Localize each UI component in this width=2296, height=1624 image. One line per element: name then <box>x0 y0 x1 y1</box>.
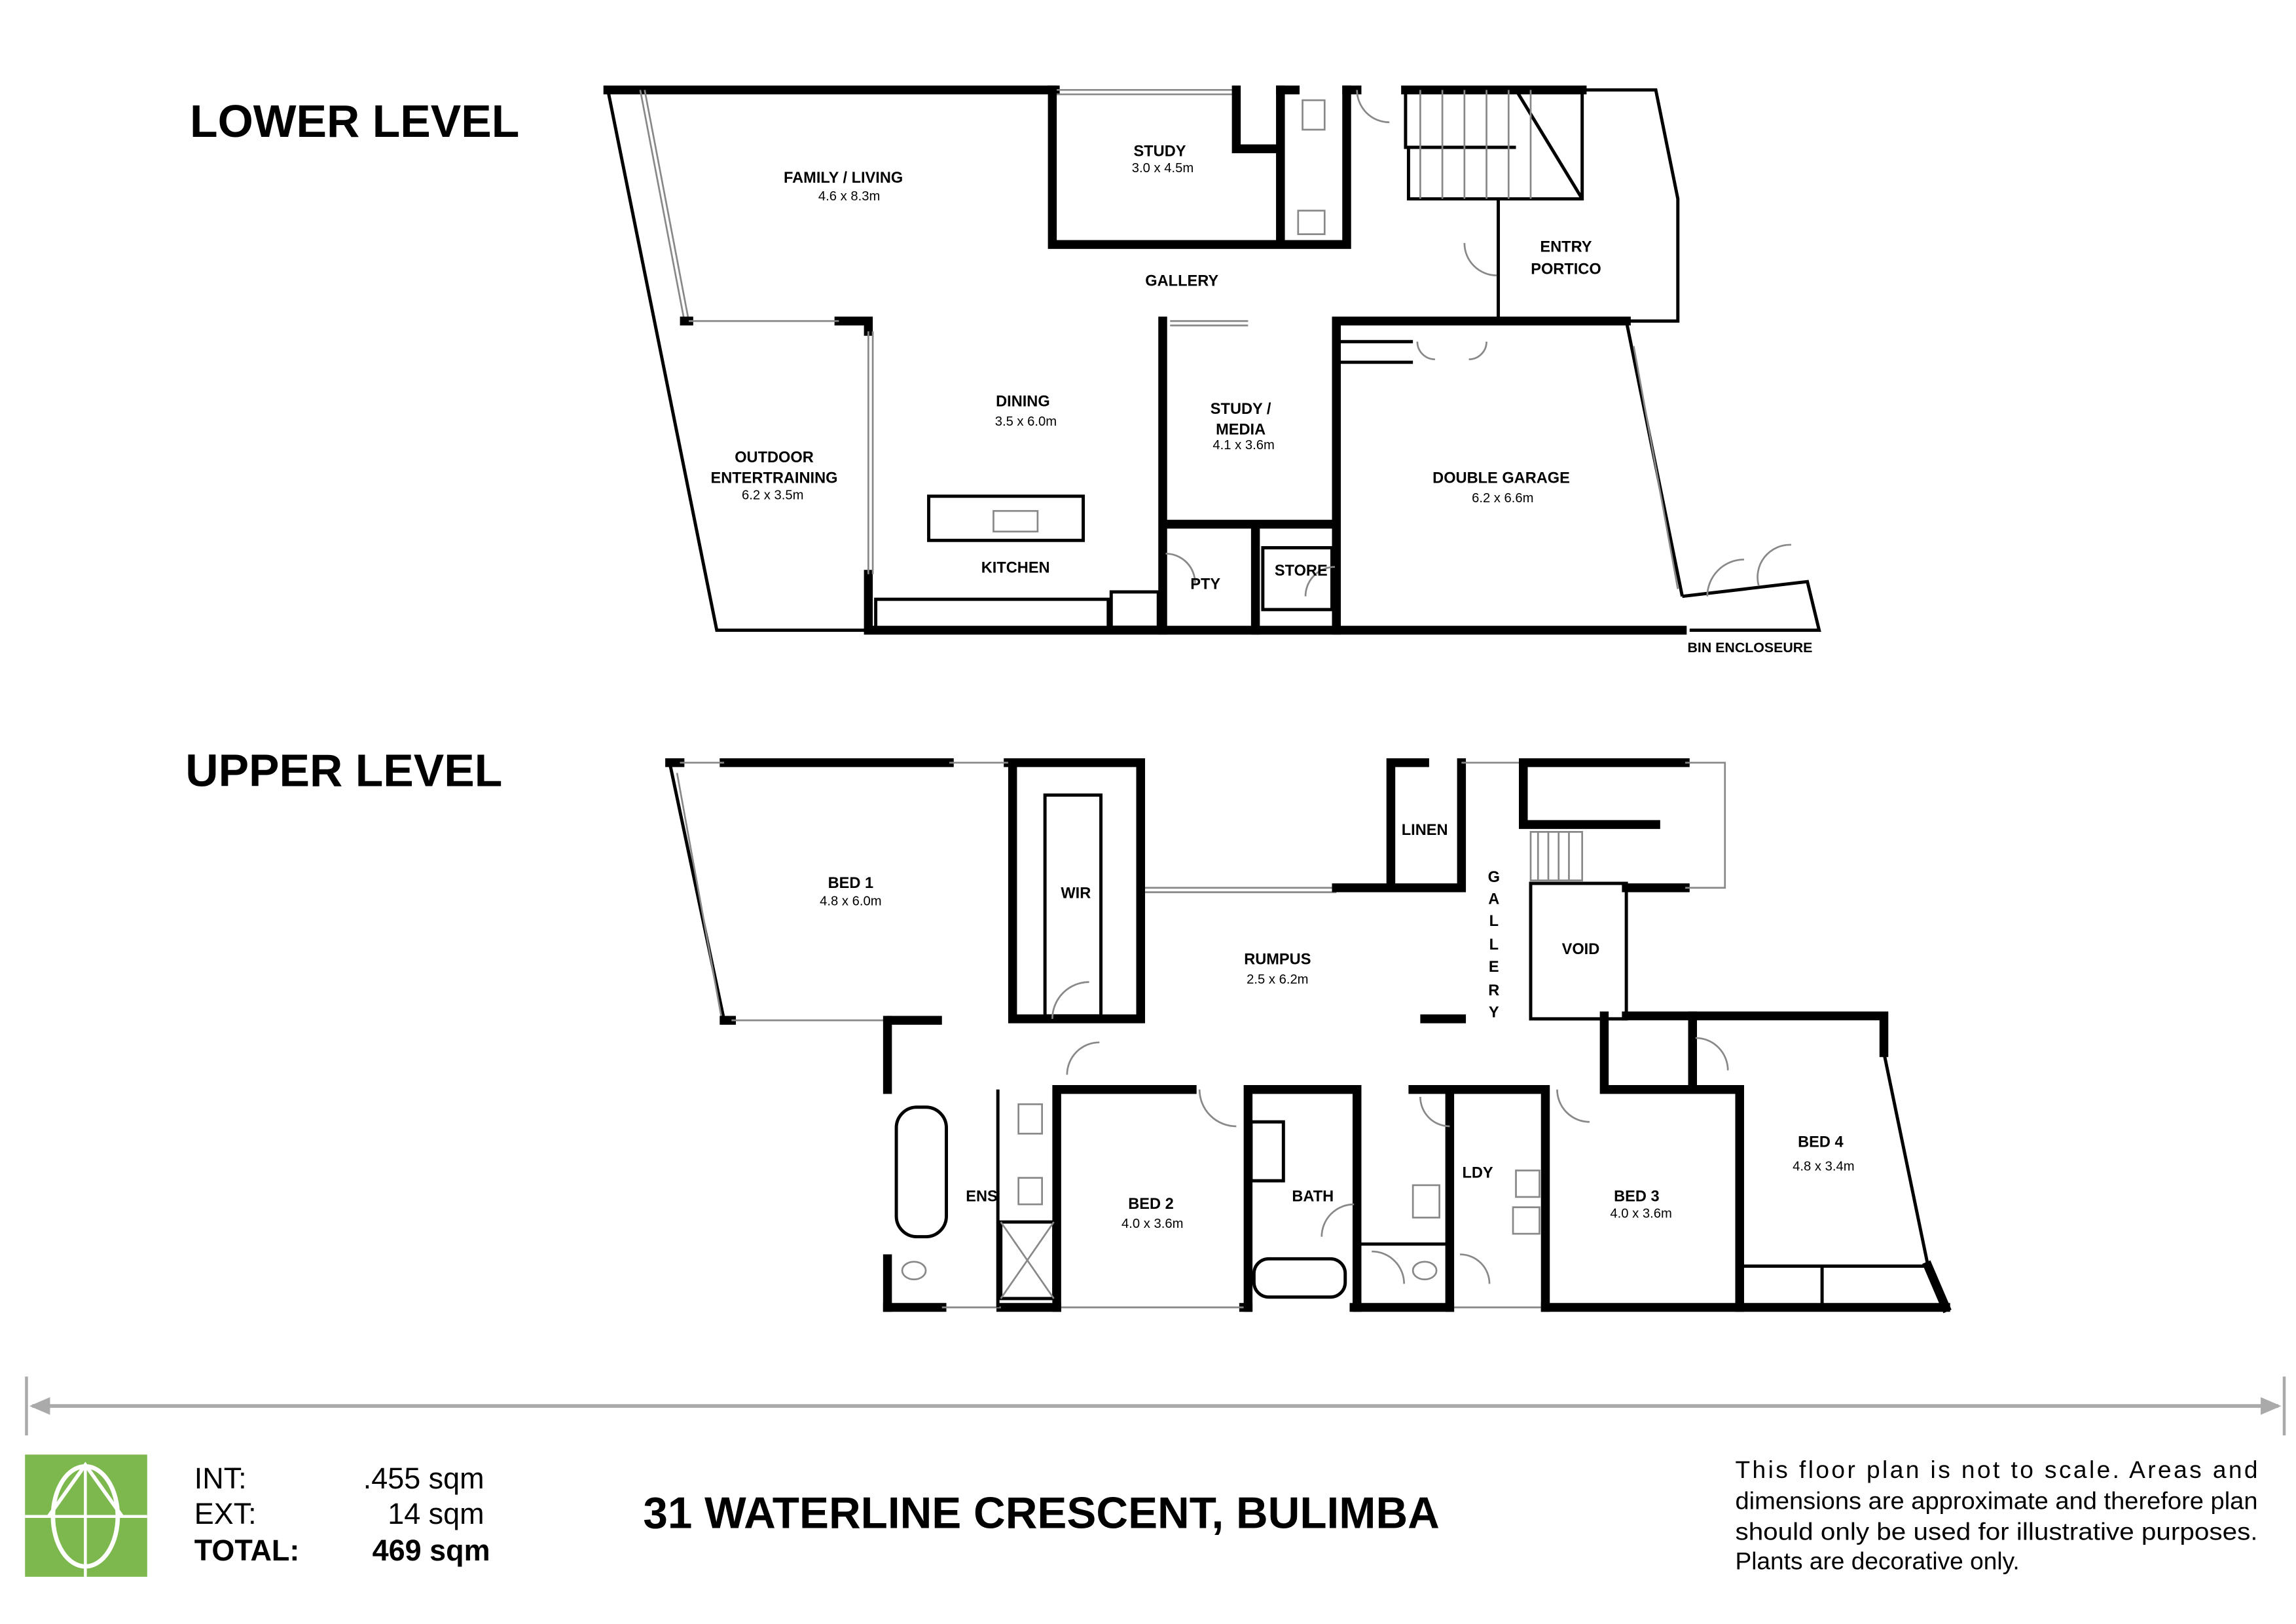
property-address: 31 WATERLINE CRESCENT, BULIMBA <box>643 1489 1439 1538</box>
lower-level-title: LOWER LEVEL <box>190 96 519 147</box>
area-label-int: INT: <box>194 1462 247 1495</box>
company-logo <box>25 1454 147 1577</box>
gallery-letter: G <box>1488 869 1500 886</box>
area-value-int: .455 sqm <box>363 1462 484 1495</box>
room-bin-enclosure: BIN ENCLOSEURE <box>1687 640 1812 655</box>
gallery-letter: E <box>1489 959 1499 976</box>
gallery-letter: A <box>1488 891 1499 908</box>
area-label-total: TOTAL: <box>194 1534 300 1567</box>
gallery-letter: Y <box>1489 1005 1499 1022</box>
room-family-living: FAMILY / LIVING <box>784 170 903 187</box>
room-dimension: 3.5 x 6.0m <box>995 415 1057 429</box>
upper-level-labels: BED 1 4.8 x 6.0m WIR RUMPUS 2.5 x 6.2m L… <box>820 822 1854 1231</box>
upper-level-plan <box>665 758 1952 1314</box>
area-value-total: 469 sqm <box>373 1534 490 1567</box>
area-label-ext: EXT: <box>194 1497 257 1530</box>
lower-level-plan <box>603 85 1821 635</box>
room-dimension: 6.2 x 3.5m <box>742 488 803 502</box>
room-void: VOID <box>1562 941 1600 958</box>
room-dimension: 4.0 x 3.6m <box>1121 1217 1183 1231</box>
room-gallery-upper: G A L L E R Y <box>1488 869 1500 1022</box>
room-outdoor: OUTDOOR <box>735 449 814 466</box>
room-wir: WIR <box>1061 885 1091 902</box>
room-store: STORE <box>1275 563 1328 580</box>
room-ensuite: ENS <box>966 1189 998 1206</box>
room-kitchen: KITCHEN <box>981 560 1050 577</box>
room-pantry: PTY <box>1190 576 1220 593</box>
room-dimension: 4.6 x 8.3m <box>818 189 880 204</box>
room-study-media: STUDY / <box>1211 401 1271 418</box>
room-dimension: 6.2 x 6.6m <box>1472 491 1533 506</box>
disclaimer-line: should only be used for illustrative pur… <box>1735 1518 2257 1545</box>
room-dining: DINING <box>996 394 1050 411</box>
room-portico: PORTICO <box>1531 261 1601 278</box>
room-entry: ENTRY <box>1540 239 1592 256</box>
disclaimer-line: dimensions are approximate and therefore… <box>1735 1486 2257 1514</box>
room-dimension: 3.0 x 4.5m <box>1132 161 1194 175</box>
lower-level-labels: FAMILY / LIVING 4.6 x 8.3m STUDY 3.0 x 4… <box>710 143 1812 655</box>
upper-level-title: UPPER LEVEL <box>185 745 502 796</box>
room-gallery: GALLERY <box>1145 272 1218 289</box>
gallery-letter: L <box>1489 913 1499 930</box>
room-bed-3: BED 3 <box>1614 1189 1660 1206</box>
room-bath: BATH <box>1292 1189 1334 1206</box>
area-summary: INT: .455 sqm EXT: 14 sqm TOTAL: 469 sqm <box>194 1462 490 1567</box>
gallery-letter: R <box>1488 982 1499 999</box>
room-bed-1: BED 1 <box>828 875 873 892</box>
room-bed-4: BED 4 <box>1798 1134 1844 1151</box>
room-double-garage: DOUBLE GARAGE <box>1432 470 1570 487</box>
room-dimension: 4.8 x 3.4m <box>1793 1159 1854 1173</box>
room-bed-2: BED 2 <box>1128 1196 1173 1213</box>
disclaimer: This floor plan is not to scale. Areas a… <box>1735 1456 2257 1574</box>
room-media: MEDIA <box>1216 421 1266 438</box>
area-value-ext: 14 sqm <box>388 1497 484 1530</box>
scale-line <box>25 1376 2286 1436</box>
room-dimension: 4.1 x 3.6m <box>1212 438 1274 452</box>
room-entertaining: ENTERTRAINING <box>710 470 837 487</box>
room-linen: LINEN <box>1402 822 1448 839</box>
room-dimension: 4.0 x 3.6m <box>1610 1206 1671 1221</box>
room-dimension: 2.5 x 6.2m <box>1247 972 1308 987</box>
disclaimer-line: This floor plan is not to scale. Areas a… <box>1735 1456 2257 1483</box>
room-rumpus: RUMPUS <box>1244 951 1311 969</box>
room-dimension: 4.8 x 6.0m <box>820 895 881 909</box>
gallery-letter: L <box>1489 936 1499 953</box>
room-study: STUDY <box>1134 143 1186 160</box>
disclaimer-line: Plants are decorative only. <box>1735 1547 2019 1575</box>
room-laundry: LDY <box>1462 1165 1493 1182</box>
